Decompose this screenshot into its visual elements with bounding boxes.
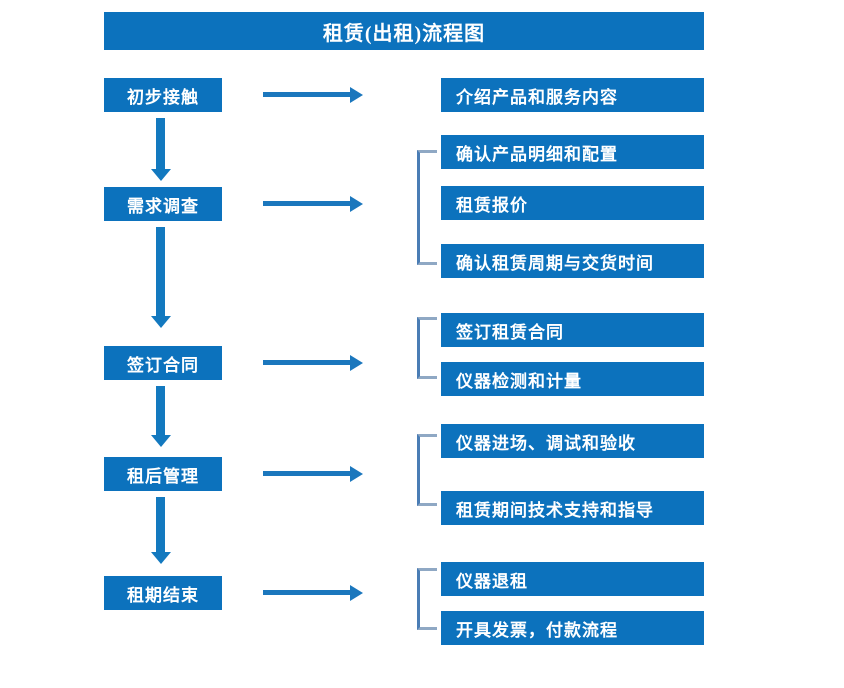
- detail-box-introduce-products[interactable]: 介绍产品和服务内容: [441, 78, 704, 112]
- vertical-arrow-management-to-end: [156, 497, 165, 553]
- horizontal-arrow-row-needs-survey: [263, 201, 351, 206]
- detail-box-instrument-installation[interactable]: 仪器进场、调试和验收: [441, 424, 704, 458]
- stage-box-initial-contact[interactable]: 初步接触: [104, 78, 222, 112]
- detail-box-technical-support[interactable]: 租赁期间技术支持和指导: [441, 491, 704, 525]
- vertical-arrow-survey-to-contract: [156, 227, 165, 317]
- stage-box-post-rental-management[interactable]: 租后管理: [104, 457, 222, 491]
- detail-box-confirm-product-details[interactable]: 确认产品明细和配置: [441, 135, 704, 169]
- horizontal-arrow-row-initial-contact: [263, 92, 351, 97]
- detail-box-invoice-payment[interactable]: 开具发票，付款流程: [441, 611, 704, 645]
- bracket-sign-contract-group: [417, 317, 437, 379]
- detail-box-instrument-return[interactable]: 仪器退租: [441, 562, 704, 596]
- bracket-needs-survey-group: [417, 150, 437, 265]
- horizontal-arrow-row-sign-contract: [263, 360, 351, 365]
- vertical-arrow-contract-to-management: [156, 386, 165, 436]
- bracket-post-rental-group: [417, 434, 437, 506]
- flowchart-title: 租赁(出租)流程图: [104, 12, 704, 50]
- bracket-rental-end-group: [417, 568, 437, 630]
- detail-box-sign-rental-contract[interactable]: 签订租赁合同: [441, 313, 704, 347]
- stage-box-rental-end[interactable]: 租期结束: [104, 576, 222, 610]
- horizontal-arrow-row-rental-end: [263, 590, 351, 595]
- stage-box-needs-survey[interactable]: 需求调查: [104, 187, 222, 221]
- detail-box-confirm-rental-period[interactable]: 确认租赁周期与交货时间: [441, 244, 704, 278]
- detail-box-rental-quotation[interactable]: 租赁报价: [441, 186, 704, 220]
- horizontal-arrow-row-post-rental: [263, 471, 351, 476]
- stage-box-sign-contract[interactable]: 签订合同: [104, 346, 222, 380]
- vertical-arrow-contact-to-survey: [156, 118, 165, 170]
- detail-box-instrument-inspection[interactable]: 仪器检测和计量: [441, 362, 704, 396]
